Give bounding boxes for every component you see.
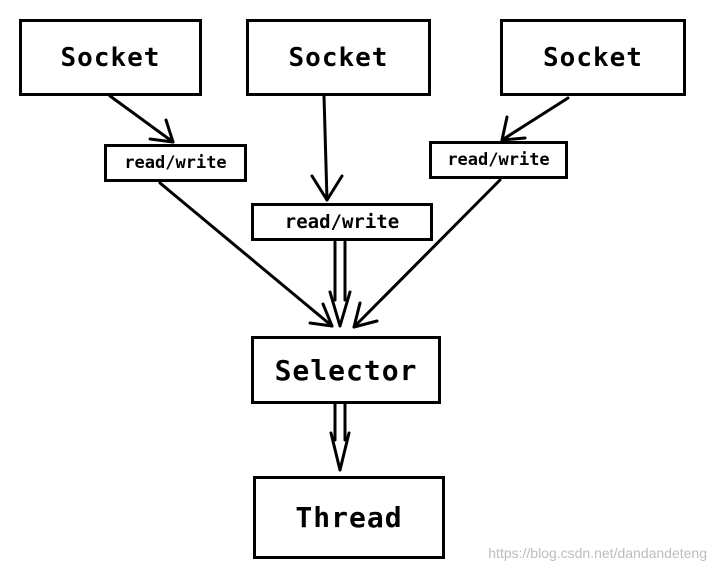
selector-label: Selector [274, 353, 418, 387]
arrow-socket2-to-rw2 [310, 94, 344, 202]
read-write-label: read/write [124, 153, 227, 173]
arrow-socket1-to-rw1 [108, 94, 175, 144]
socket-label: Socket [60, 42, 161, 73]
socket-label: Socket [543, 42, 643, 73]
socket-box-2: Socket [246, 19, 431, 96]
arrow-rw3-to-selector [352, 178, 502, 329]
socket-box-3: Socket [500, 19, 686, 96]
thread-box: Thread [253, 476, 445, 559]
read-write-box-1: read/write [104, 144, 247, 182]
double-arrow-selector-to-thread [329, 401, 351, 472]
read-write-box-3: read/write [429, 141, 568, 179]
arrow-socket3-to-rw3 [500, 96, 570, 142]
double-arrow-rw2-to-selector [328, 240, 352, 328]
thread-label: Thread [295, 501, 403, 534]
read-write-label: read/write [284, 211, 400, 233]
socket-box-1: Socket [19, 19, 202, 96]
arrow-rw1-to-selector [158, 181, 334, 328]
socket-label: Socket [288, 42, 389, 73]
read-write-label: read/write [447, 150, 550, 170]
watermark-text: https://blog.csdn.net/dandandeteng [488, 545, 707, 561]
selector-box: Selector [251, 336, 441, 404]
read-write-box-2: read/write [251, 203, 433, 241]
